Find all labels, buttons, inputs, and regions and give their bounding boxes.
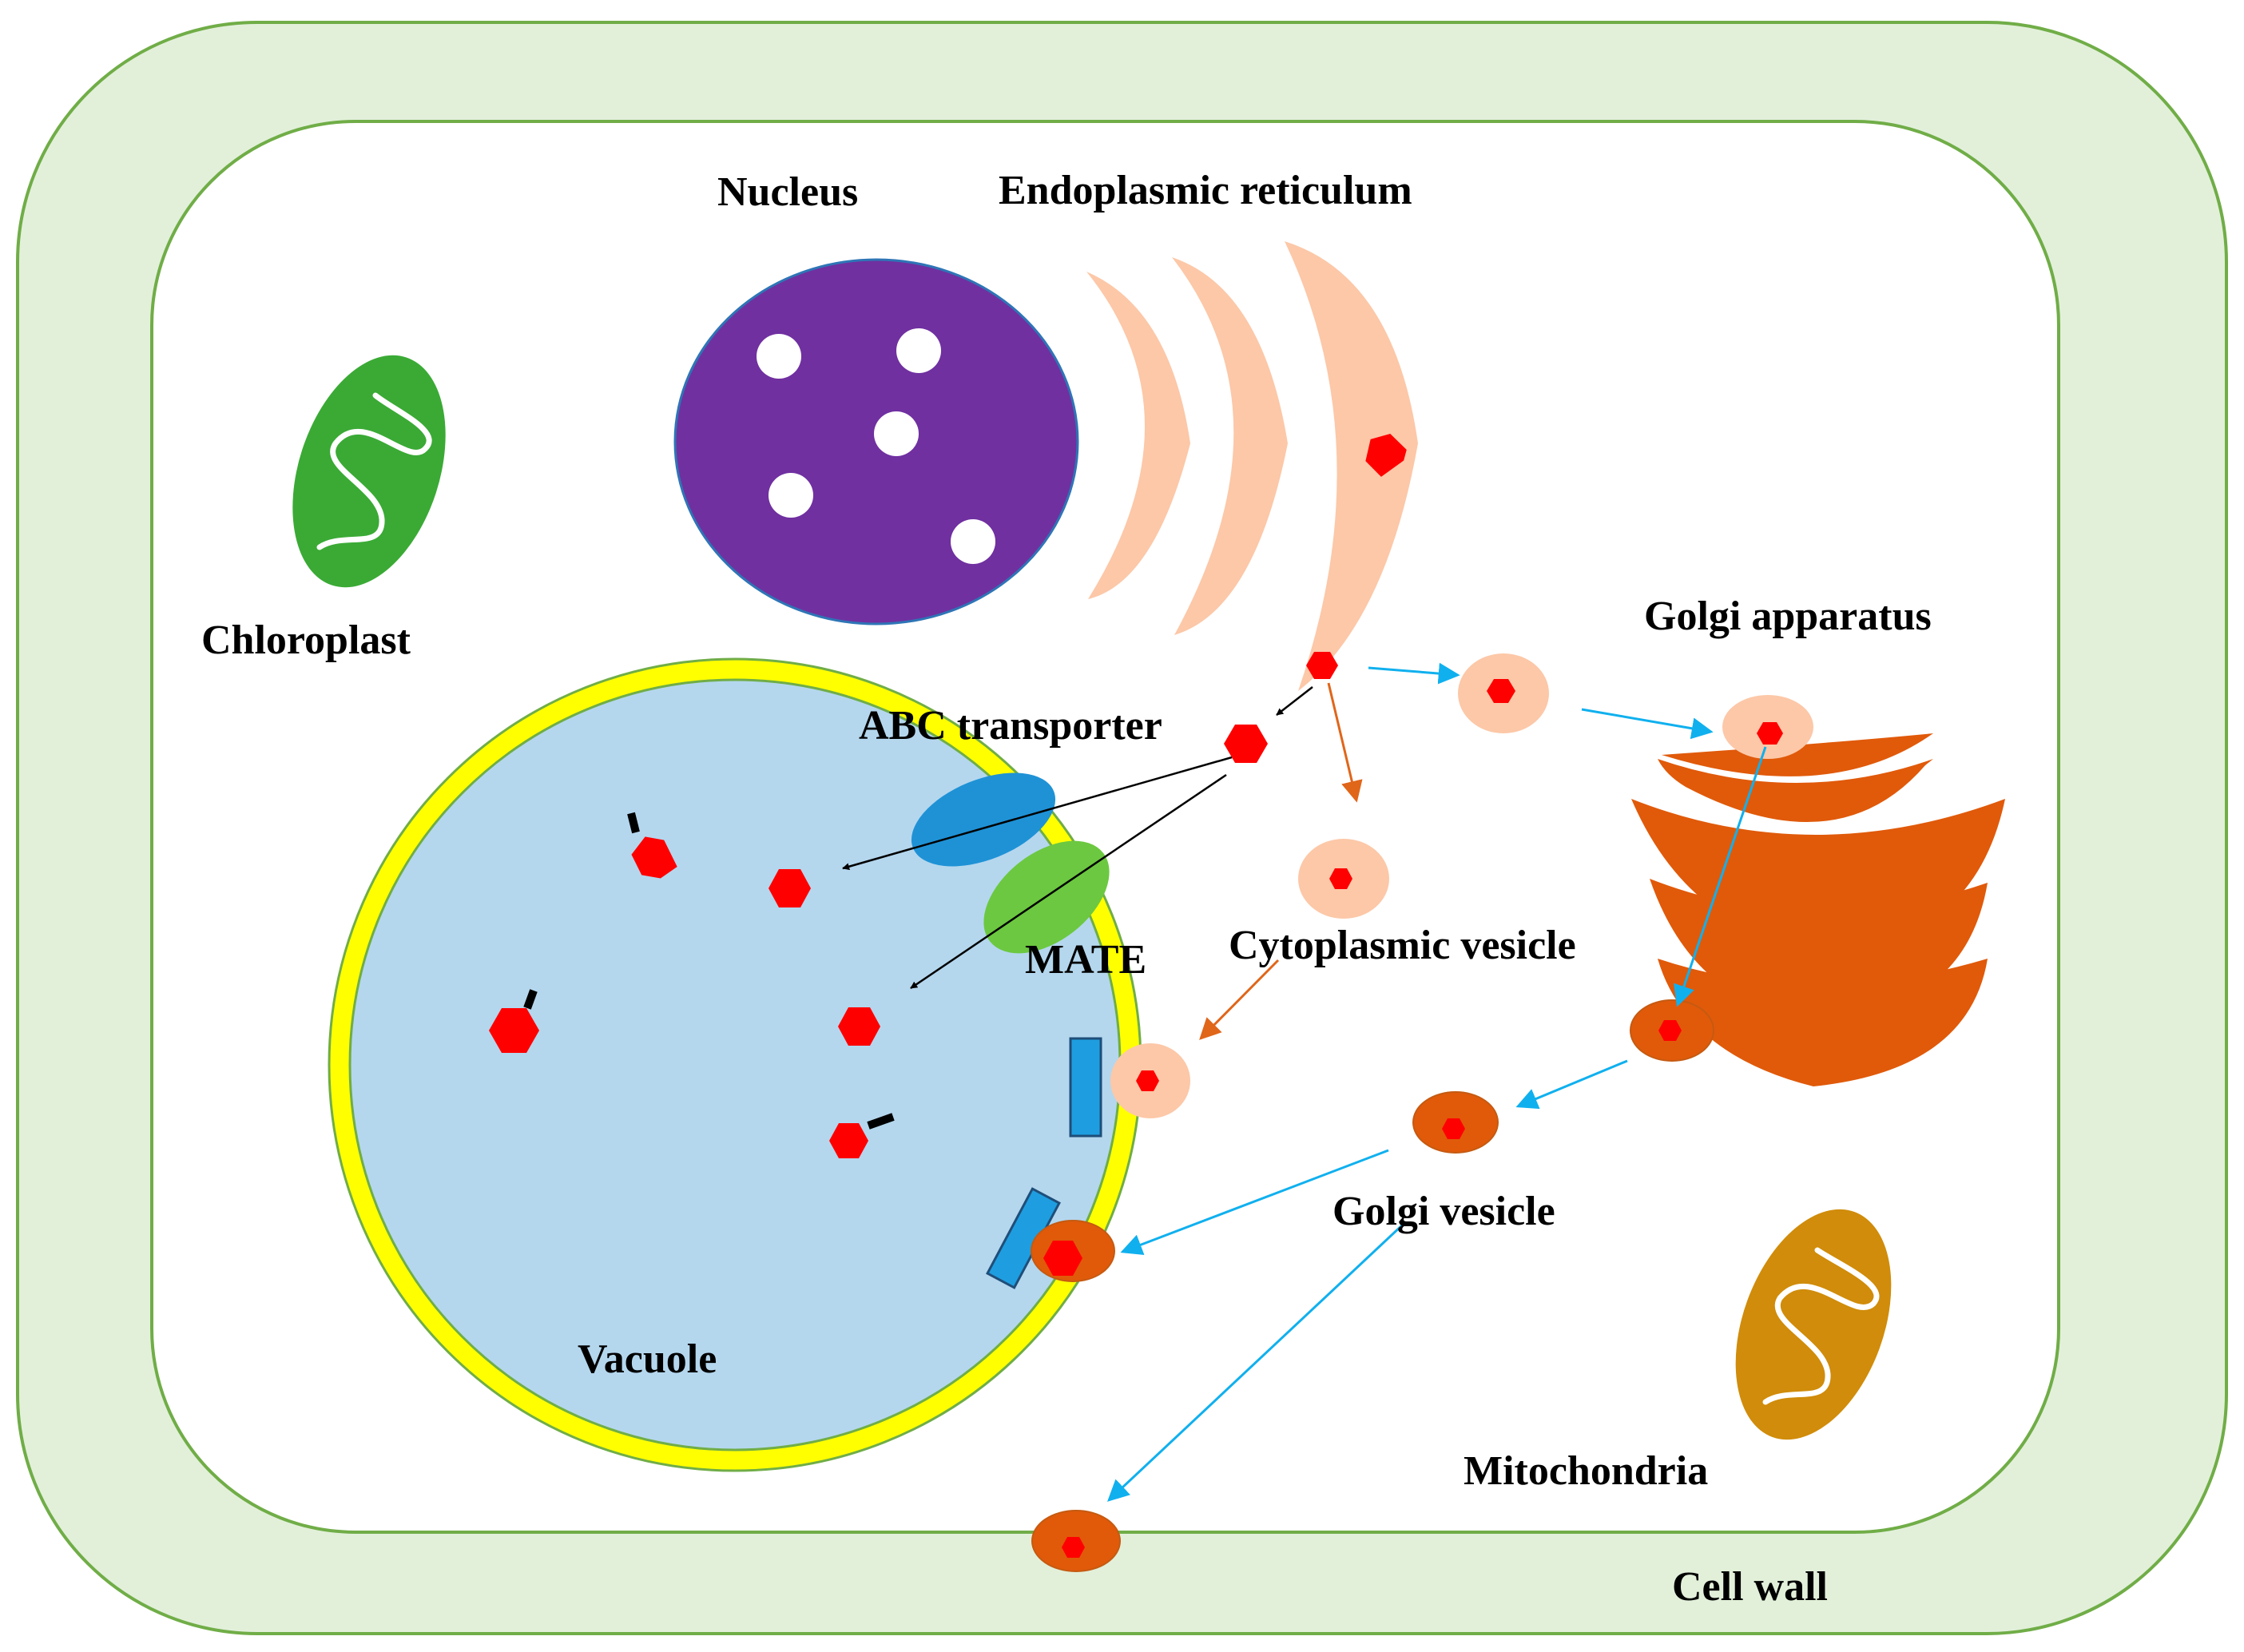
blue-arrow xyxy=(1107,1222,1405,1502)
flavonoid-molecule xyxy=(489,433,1783,1558)
golgi-apparatus xyxy=(1631,733,2005,1086)
black-arrow xyxy=(910,773,1227,990)
black-arrow xyxy=(842,756,1233,871)
blue-arrow xyxy=(1120,1149,1389,1255)
mitochondria-label: Mitochondria xyxy=(1464,1448,1708,1494)
abc-transporter xyxy=(911,772,1056,867)
black-arrow xyxy=(1276,686,1313,716)
cytoplasmic-vesicle-label: Cytoplasmic vesicle xyxy=(1229,923,1576,968)
blue-arrow xyxy=(1515,1059,1628,1110)
blue-arrow xyxy=(1674,746,1767,1007)
blue-arrow xyxy=(1581,708,1714,740)
mate-label: MATE xyxy=(1025,937,1146,983)
cell-wall-label: Cell wall xyxy=(1672,1564,1828,1610)
mitochondria xyxy=(1735,1209,1892,1440)
chloroplast-label: Chloroplast xyxy=(201,618,411,663)
nucleus xyxy=(673,258,1079,625)
golgi-vesicle-label: Golgi vesicle xyxy=(1332,1189,1555,1234)
vacuole-membrane-channel xyxy=(1069,1037,1102,1138)
abc-transporter-label: ABC transporter xyxy=(859,703,1162,749)
vacuole-label: Vacuole xyxy=(578,1336,717,1382)
endoplasmic-reticulum xyxy=(1086,241,1418,691)
molecule-tag xyxy=(523,812,895,1130)
blue-arrow xyxy=(1368,662,1460,685)
chloroplast xyxy=(292,355,446,588)
endoplasmic-reticulum-label: Endoplasmic reticulum xyxy=(999,168,1412,213)
orange-arrow xyxy=(1199,959,1280,1040)
golgi-apparatus-label: Golgi apparatus xyxy=(1644,594,1932,639)
nucleus-label: Nucleus xyxy=(717,169,858,215)
orange-arrow xyxy=(1327,682,1363,803)
